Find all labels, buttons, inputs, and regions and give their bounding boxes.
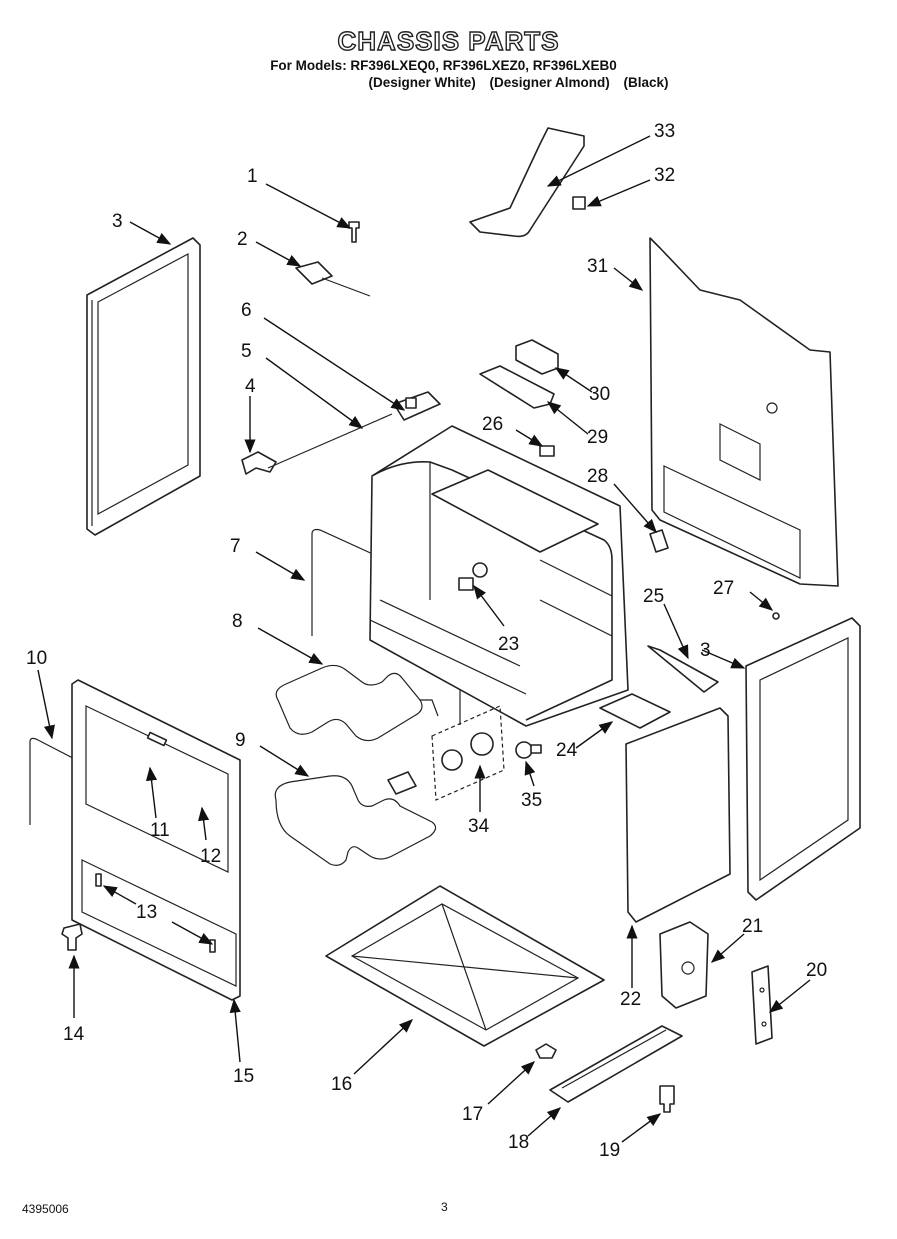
part-4-clip bbox=[241, 451, 277, 475]
part-6-switch bbox=[393, 391, 441, 421]
callout-labels: 1 2 3 4 5 6 7 8 9 10 11 12 13 14 15 16 1… bbox=[26, 121, 827, 1161]
part-15-front-frame bbox=[71, 679, 241, 1001]
part-9-broil-element bbox=[274, 771, 437, 866]
callout-18: 18 bbox=[508, 1132, 529, 1153]
callout-34: 34 bbox=[468, 816, 490, 837]
page-number: 3 bbox=[441, 1200, 448, 1214]
part-3-left-side-panel bbox=[86, 237, 201, 536]
callout-6: 6 bbox=[241, 300, 252, 321]
part-29-channel bbox=[479, 365, 555, 409]
part-24-bracket bbox=[599, 693, 671, 729]
callout-16: 16 bbox=[331, 1074, 352, 1095]
callout-24: 24 bbox=[556, 740, 578, 761]
part-23-sensor bbox=[458, 562, 488, 591]
part-26-clip bbox=[539, 445, 555, 457]
header: CHASSIS PARTS For Models: RF396LXEQ0, RF… bbox=[0, 25, 897, 90]
callout-2: 2 bbox=[237, 229, 248, 250]
callout-32: 32 bbox=[654, 165, 675, 186]
callout-3-left: 3 bbox=[112, 211, 123, 232]
part-19-leveling-leg bbox=[659, 1085, 675, 1113]
callout-35: 35 bbox=[521, 790, 542, 811]
part-27-screw bbox=[772, 612, 780, 620]
page-title: CHASSIS PARTS bbox=[337, 25, 560, 56]
document-number: 4395006 bbox=[22, 1202, 69, 1216]
callout-3-right: 3 bbox=[700, 640, 711, 661]
callout-31: 31 bbox=[587, 256, 608, 277]
callout-13: 13 bbox=[136, 902, 157, 923]
part-25-bracket bbox=[647, 645, 719, 693]
part-21-bracket bbox=[659, 921, 709, 1009]
part-17-clip bbox=[535, 1043, 557, 1059]
callout-25: 25 bbox=[643, 586, 664, 607]
part-34-knob-assembly bbox=[431, 705, 505, 801]
callout-4: 4 bbox=[245, 376, 256, 397]
color-variants: (Designer White) (Designer Almond) (Blac… bbox=[0, 75, 897, 90]
variant-black: (Black) bbox=[623, 75, 669, 90]
leader-lines bbox=[37, 135, 811, 1143]
callout-11: 11 bbox=[150, 820, 170, 841]
callout-22: 22 bbox=[620, 989, 641, 1010]
part-31-back-panel bbox=[649, 237, 839, 587]
part-33-vent-duct bbox=[469, 127, 585, 238]
callout-5: 5 bbox=[241, 341, 252, 362]
part-10-gasket bbox=[29, 737, 151, 825]
callout-26: 26 bbox=[482, 414, 503, 435]
part-18-rail bbox=[549, 1025, 683, 1103]
callout-17: 17 bbox=[462, 1104, 483, 1125]
callout-27: 27 bbox=[713, 578, 734, 599]
part-32-clip bbox=[572, 196, 586, 210]
callout-1: 1 bbox=[247, 166, 258, 187]
callout-23: 23 bbox=[498, 634, 519, 655]
part-20-strip bbox=[751, 965, 773, 1045]
callout-9: 9 bbox=[235, 730, 246, 751]
part-16-bottom-tray bbox=[325, 885, 605, 1047]
part-35-knob bbox=[515, 741, 542, 759]
part-3-right-side-panel bbox=[745, 617, 861, 901]
callout-10: 10 bbox=[26, 648, 47, 669]
callout-7: 7 bbox=[230, 536, 241, 557]
part-28-bracket bbox=[649, 529, 669, 553]
callout-20: 20 bbox=[806, 960, 827, 981]
models-line: For Models: RF396LXEQ0, RF396LXEZ0, RF39… bbox=[270, 58, 617, 73]
part-5-wire bbox=[267, 413, 393, 469]
callout-15: 15 bbox=[233, 1066, 254, 1087]
callout-14: 14 bbox=[63, 1024, 85, 1045]
callout-8: 8 bbox=[232, 611, 243, 632]
part-30-terminal-block bbox=[515, 339, 559, 375]
callout-19: 19 bbox=[599, 1140, 620, 1161]
callout-12: 12 bbox=[200, 846, 221, 867]
part-1-screw bbox=[348, 221, 360, 243]
callout-28: 28 bbox=[587, 466, 608, 487]
part-8-bake-element bbox=[275, 664, 439, 742]
part-22-rear-panel bbox=[625, 707, 731, 923]
oven-cavity bbox=[369, 425, 629, 727]
part-14-leveling-leg bbox=[61, 923, 83, 951]
callout-29: 29 bbox=[587, 427, 608, 448]
callout-30: 30 bbox=[589, 384, 610, 405]
callout-33: 33 bbox=[654, 121, 675, 142]
part-2-bracket bbox=[295, 261, 371, 297]
callout-21: 21 bbox=[742, 916, 763, 937]
variant-almond: (Designer Almond) bbox=[489, 75, 610, 90]
variant-white: (Designer White) bbox=[368, 75, 476, 90]
